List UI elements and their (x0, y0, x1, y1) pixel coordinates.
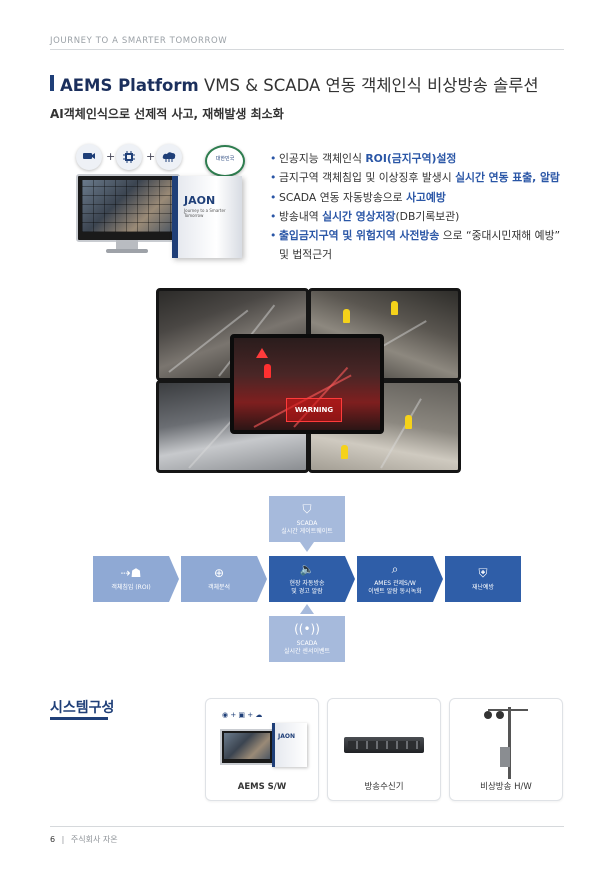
vms-screen-image (82, 180, 174, 232)
title-rest: VMS & SCADA 연동 객체인식 비상방송 솔루션 (203, 76, 539, 95)
camera-feed-alert: WARNING (230, 334, 384, 434)
system-title-underline (50, 717, 108, 720)
detected-person-marker (341, 445, 348, 459)
mini-icon-row: ◉ + ▣ + ☁ (222, 711, 263, 719)
flow-step-ames: ⌕ AMES 관제S/W 이벤트 알람 동시녹화 (357, 556, 433, 602)
footer: 6 | 주식회사 자온 (50, 835, 118, 844)
flow-arrow (169, 556, 179, 602)
speaker-icon: 🔈 (299, 562, 315, 576)
flow-scada-gateway: ⛉ SCADA 실시간 게이트웨이트 (269, 496, 345, 542)
monitor-search-icon: ⌕ (391, 562, 399, 576)
page-subtitle: AI객체인식으로 선제적 사고, 재해발생 최소화 (50, 107, 284, 121)
sensor-signal-icon: ((•)) (294, 622, 320, 636)
feature-item: 출입금지구역 및 위험지역 사전방송 으로 “중대시민재해 예방” (270, 226, 570, 246)
system-section-title: 시스템구성 (50, 700, 115, 716)
title-bold: AEMS Platform (60, 76, 199, 95)
feature-item: 금지구역 객체침입 및 이상징후 발생시 실시간 연동 표출, 알람 (270, 168, 570, 188)
flow-step-prevent: ⛨ 재난예방 (445, 556, 521, 602)
system-card-receiver: 방송수신기 (327, 698, 441, 801)
feature-list: 인공지능 객체인식 ROI(금지구역)설정금지구역 객체침입 및 이상징후 발생… (270, 149, 570, 265)
software-box-illustration: JAON Journey to a Smarter Tomorrow (172, 176, 242, 258)
monitor-illustration (76, 174, 180, 242)
speaker-box-image (500, 747, 510, 767)
top-divider (50, 49, 564, 50)
camera-dome-icon (484, 711, 492, 719)
pole-image (508, 707, 511, 779)
system-card-software: ◉ + ▣ + ☁ JAON AEMS S/W (205, 698, 319, 801)
page-title: AEMS Platform VMS & SCADA 연동 객체인식 비상방송 솔… (60, 72, 539, 96)
cctv-camera-icon (76, 144, 102, 170)
warning-overlay: WARNING (286, 398, 342, 422)
flow-step-broadcast: 🔈 현장 자동방송 및 경고 알람 (269, 556, 345, 602)
cloud-network-icon (156, 144, 182, 170)
footer-divider (50, 826, 564, 827)
crosshair-icon: ⊕ (213, 566, 225, 580)
detected-person-marker (405, 415, 412, 429)
flow-arrow-down (300, 542, 314, 552)
card-label: 방송수신기 (364, 782, 404, 792)
flow-step-analysis: ⊕ 객체분석 (181, 556, 257, 602)
system-card-hardware: 비상방송 H/W (449, 698, 563, 801)
camera-dome-icon (496, 711, 504, 719)
feature-item: 인공지능 객체인식 ROI(금지구역)설정 (270, 149, 570, 169)
flow-arrow (257, 556, 267, 602)
intruder-marker (264, 364, 271, 378)
product-icon-row: + + (76, 144, 266, 170)
flow-scada-sensor: ((•)) SCADA 실시간 센서이벤트 (269, 616, 345, 662)
monitor-stand (116, 240, 138, 250)
flow-step-roi: ⇢☗ 객체침입 (ROI) (93, 556, 169, 602)
chip-icon (116, 144, 142, 170)
feature-item: SCADA 연동 자동방송으로 사고예방 (270, 188, 570, 208)
person-intrusion-icon: ⇢☗ (120, 566, 142, 580)
title-accent-bar (50, 75, 54, 91)
card-label: 비상방송 H/W (480, 782, 532, 792)
tagline: JOURNEY TO A SMARTER TOMORROW (50, 36, 228, 46)
box-tagline: Journey to a Smarter Tomorrow (184, 208, 226, 218)
page-number: 6 (50, 835, 56, 844)
card-label: AEMS S/W (237, 782, 287, 792)
flow-arrow (345, 556, 355, 602)
monitor-base (106, 249, 148, 253)
rack-receiver-image (344, 737, 424, 753)
certification-badge: 대한민국 (205, 145, 245, 177)
mini-software-box: JAON (272, 723, 307, 767)
mini-monitor (220, 729, 274, 765)
warning-triangle-icon (256, 348, 268, 358)
feature-item-continuation: 및 법적근거 (279, 248, 333, 262)
shield-icon: ⛨ (478, 566, 488, 580)
flow-arrow (433, 556, 443, 602)
company-name: 주식회사 자온 (70, 835, 118, 844)
box-logo: JAON (184, 194, 216, 207)
flow-arrow-up (300, 604, 314, 614)
detected-person-marker (343, 309, 350, 323)
shield-gateway-icon: ⛉ (302, 502, 312, 516)
detected-person-marker (391, 301, 398, 315)
feature-item: 방송내역 실시간 영상저장(DB기록보관) (270, 207, 570, 227)
